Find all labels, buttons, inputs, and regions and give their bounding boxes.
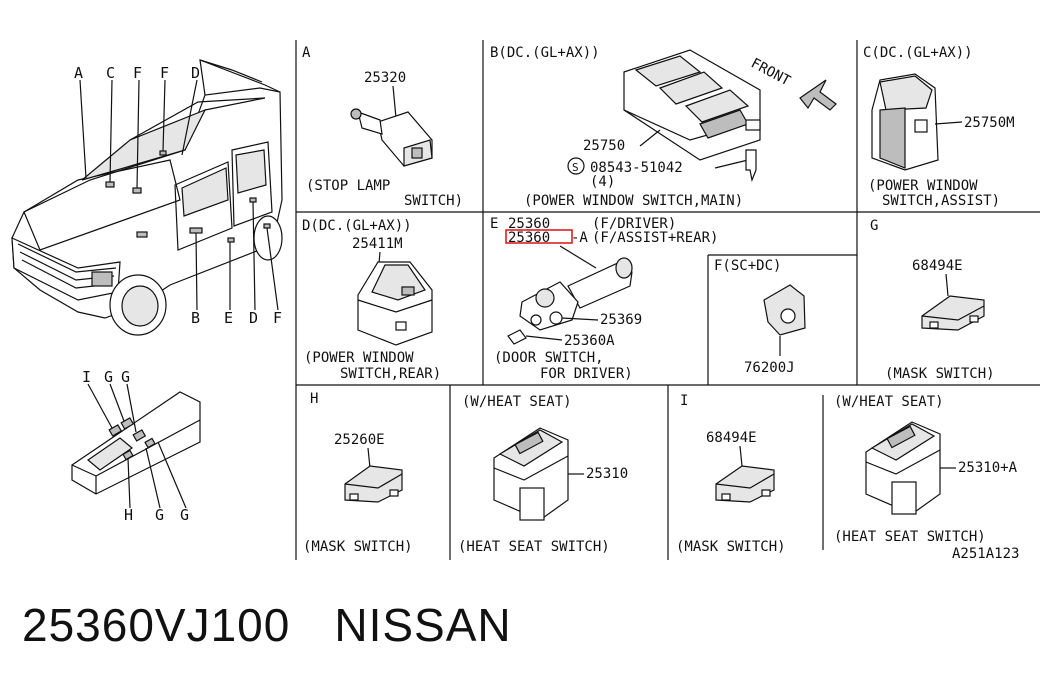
panel-f-header: F(SC+DC): [714, 258, 781, 274]
panel-h-mask-switch: H 25260E (MASK SWITCH): [303, 391, 413, 555]
panel-a-stop-lamp-switch: A 25320 (STOP LAMP SWITCH): [302, 45, 463, 209]
callout-f-3: F: [273, 309, 282, 327]
panel-c-caption-1: (POWER WINDOW: [868, 178, 978, 194]
panel-i2-header: (W/HEAT SEAT): [834, 394, 944, 410]
panel-e-door-switch: E 25360 (F/DRIVER) 25360 -A (F/ASSIST+RE…: [490, 216, 718, 382]
front-label: FRONT: [748, 55, 793, 89]
callout-g-4: G: [180, 506, 189, 524]
panel-h-heat-seat-switch: (W/HEAT SEAT) 25310 (HEAT SEAT SWITCH): [458, 394, 628, 555]
panel-e-part-2-suffix: -A: [571, 230, 588, 246]
panel-e-part-3: 25369: [600, 312, 642, 328]
callout-d: D: [191, 64, 200, 82]
panel-e-part-1: 25360: [508, 216, 550, 232]
panel-c-caption-2: SWITCH,ASSIST): [882, 193, 1000, 209]
panel-f-part: 76200J: [744, 360, 795, 376]
panel-h2-caption: (HEAT SEAT SWITCH): [458, 539, 610, 555]
panel-d-power-window-switch-rear: D(DC.(GL+AX)) 25411M (POWER WINDOW SWITC…: [302, 218, 441, 382]
panel-i-mask-switch: I 68494E (MASK SWITCH): [676, 393, 786, 555]
callout-f-2: F: [160, 64, 169, 82]
panel-h-part: 25260E: [334, 432, 385, 448]
panel-c-power-window-switch-assist: C(DC.(GL+AX)) 25750M (POWER WINDOW SWITC…: [863, 45, 1015, 209]
panel-a-letter: A: [302, 45, 311, 61]
callout-e: E: [224, 309, 233, 327]
panel-h-caption: (MASK SWITCH): [303, 539, 413, 555]
panel-b-screw-qty: (4): [590, 174, 615, 190]
console-illustration: I G G H G G: [71, 368, 201, 524]
callout-g: G: [104, 368, 113, 386]
panel-g-mask-switch: G 68494E (MASK SWITCH): [870, 218, 995, 382]
panel-i-caption: (MASK SWITCH): [676, 539, 786, 555]
truck-illustration: A C F F D B E D F: [11, 59, 283, 336]
panel-e-part-2: 25360: [508, 230, 550, 246]
callout-i: I: [82, 368, 91, 386]
panel-g-caption: (MASK SWITCH): [885, 366, 995, 382]
footer-title: 25360VJ100 NISSAN: [22, 598, 512, 652]
screw-symbol-icon: [567, 157, 585, 175]
panel-a-caption-2: SWITCH): [404, 193, 463, 209]
callout-f: F: [133, 64, 142, 82]
panel-i2-caption: (HEAT SEAT SWITCH): [834, 529, 986, 545]
panel-i-part: 68494E: [706, 430, 757, 446]
panel-b-part: 25750: [583, 138, 625, 154]
panel-e-note-1: (F/DRIVER): [592, 216, 676, 232]
panel-b-caption: (POWER WINDOW SWITCH,MAIN): [524, 193, 743, 209]
callout-d-2: D: [249, 309, 258, 327]
panel-d-caption-2: SWITCH,REAR): [340, 366, 441, 382]
footer-part-number: 25360VJ100: [22, 599, 291, 651]
callout-g-3: G: [155, 506, 164, 524]
panel-i-heat-seat-switch: (W/HEAT SEAT) 25310+A (HEAT SEAT SWITCH)…: [834, 394, 1019, 562]
diagram-code: A251A123: [952, 546, 1019, 562]
callout-c: C: [106, 64, 115, 82]
panel-d-caption-1: (POWER WINDOW: [304, 350, 414, 366]
panel-a-part: 25320: [364, 70, 406, 86]
svg-text:S: S: [572, 161, 579, 174]
panel-f-sensor: F(SC+DC) 76200J: [714, 258, 806, 376]
panel-e-letter: E: [490, 216, 498, 232]
callout-h: H: [124, 506, 133, 524]
panel-e-part-4: 25360A: [564, 333, 615, 349]
panel-b-header: B(DC.(GL+AX)): [490, 45, 600, 61]
panel-i-letter: I: [680, 393, 688, 409]
panel-e-caption-1: (DOOR SWITCH,: [494, 350, 604, 366]
panel-e-caption-2: FOR DRIVER): [540, 366, 633, 382]
panel-b-screw: 08543-51042: [590, 160, 683, 176]
panel-d-part: 25411M: [352, 236, 403, 252]
panel-h2-header: (W/HEAT SEAT): [462, 394, 572, 410]
panel-grid: [295, 40, 1040, 560]
panel-h2-part: 25310: [586, 466, 628, 482]
callout-a: A: [74, 64, 83, 82]
panel-c-header: C(DC.(GL+AX)): [863, 45, 973, 61]
panel-g-letter: G: [870, 218, 878, 234]
panel-b-power-window-switch-main: B(DC.(GL+AX)) FRONT 25750 S 08543-51042 …: [490, 45, 837, 209]
highlight-box: [505, 229, 573, 244]
panel-a-caption-1: (STOP LAMP: [306, 178, 390, 194]
callout-b: B: [191, 309, 200, 327]
panel-e-note-2: (F/ASSIST+REAR): [592, 230, 718, 246]
panel-d-header: D(DC.(GL+AX)): [302, 218, 412, 234]
front-arrow-icon: [799, 79, 837, 111]
panel-c-part: 25750M: [964, 115, 1015, 131]
callout-g-2: G: [121, 368, 130, 386]
footer-brand: NISSAN: [334, 599, 512, 651]
panel-h-letter: H: [310, 391, 318, 407]
panel-i2-part: 25310+A: [958, 460, 1018, 476]
panel-g-part: 68494E: [912, 258, 963, 274]
